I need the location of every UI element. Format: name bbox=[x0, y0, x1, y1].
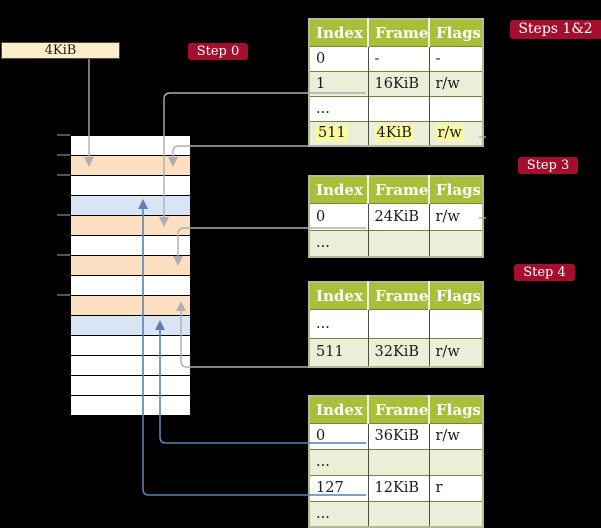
frame-cell: 12KiB bbox=[367, 474, 429, 501]
column-header: Index bbox=[309, 396, 368, 423]
memory-column bbox=[70, 135, 191, 416]
index-cell: 1 bbox=[309, 70, 368, 96]
index-cell: ... bbox=[309, 500, 368, 527]
column-header: Flags bbox=[428, 282, 483, 309]
frame-cell bbox=[367, 448, 429, 475]
frame-cell: 36KiB bbox=[367, 422, 429, 449]
flags-cell: r/w bbox=[428, 202, 483, 230]
table-row: 0 - - bbox=[309, 45, 483, 71]
memory-frame-row bbox=[71, 376, 190, 396]
page-table-bottom: Index Frame Flags 0 36KiB r/w ... 127 12… bbox=[308, 395, 484, 528]
arrow-t1-index511-to-frame4 bbox=[168, 145, 366, 167]
column-header: Frame bbox=[367, 396, 429, 423]
table-row: 0 24KiB r/w bbox=[309, 202, 483, 230]
index-cell: 0 bbox=[309, 422, 368, 449]
frame-cell: 32KiB bbox=[367, 337, 429, 367]
page-table-steps12: Index Frame Flags 0 - - 1 16KiB r/w ... … bbox=[308, 18, 484, 147]
memory-frame-row bbox=[71, 356, 190, 376]
column-header: Index bbox=[309, 176, 368, 203]
index-cell: 511 bbox=[309, 337, 368, 367]
frame-cell bbox=[367, 308, 429, 338]
flags-cell: r/w bbox=[428, 70, 483, 96]
memory-frame-row bbox=[71, 256, 190, 276]
table-row: ... bbox=[309, 500, 483, 527]
flags-cell bbox=[428, 229, 483, 257]
column-header: Index bbox=[309, 19, 368, 46]
index-cell: ... bbox=[309, 95, 368, 121]
step0-badge: Step 0 bbox=[188, 43, 248, 60]
column-header: Flags bbox=[428, 19, 483, 46]
page-size-box: 4KiB bbox=[1, 42, 120, 59]
flags-cell: r/w bbox=[428, 422, 483, 449]
flags-cell bbox=[428, 448, 483, 475]
page-table-step3: Index Frame Flags 0 24KiB r/w ... bbox=[308, 175, 484, 258]
memory-frame-row bbox=[71, 396, 190, 415]
memory-frame-row bbox=[71, 156, 190, 176]
frame-cell: - bbox=[367, 45, 429, 71]
memory-frame-row bbox=[71, 336, 190, 356]
frame-tick-marks bbox=[57, 134, 70, 296]
column-header: Frame bbox=[367, 176, 429, 203]
memory-frame-row bbox=[71, 316, 190, 336]
table-row: ... bbox=[309, 448, 483, 475]
table-row: 0 36KiB r/w bbox=[309, 422, 483, 449]
frame-cell bbox=[367, 229, 429, 257]
step4-badge: Step 4 bbox=[514, 264, 575, 281]
highlight: r/w bbox=[435, 125, 464, 142]
frame-cell bbox=[367, 95, 429, 121]
steps12-badge: Steps 1&2 bbox=[510, 20, 601, 39]
memory-frame-row bbox=[71, 216, 190, 236]
flags-cell: r/w bbox=[428, 120, 483, 146]
table-row: 1 16KiB r/w bbox=[309, 70, 483, 96]
index-cell: 127 bbox=[309, 474, 368, 501]
index-cell: ... bbox=[309, 448, 368, 475]
table-row: ... bbox=[309, 229, 483, 257]
index-cell: 0 bbox=[309, 45, 368, 71]
flags-cell bbox=[428, 95, 483, 121]
flags-cell bbox=[428, 500, 483, 527]
highlight: 4KiB bbox=[374, 125, 414, 142]
column-header: Frame bbox=[367, 19, 429, 46]
step3-badge: Step 3 bbox=[518, 157, 578, 174]
column-header: Index bbox=[309, 282, 368, 309]
table-header-row: Index Frame Flags bbox=[309, 176, 483, 203]
flags-cell: - bbox=[428, 45, 483, 71]
index-cell: 0 bbox=[309, 202, 368, 230]
frame-cell: 24KiB bbox=[367, 202, 429, 230]
column-header: Flags bbox=[428, 176, 483, 203]
flags-cell: r/w bbox=[428, 337, 483, 367]
flags-cell bbox=[428, 308, 483, 338]
memory-frame-row bbox=[71, 136, 190, 156]
column-header: Flags bbox=[428, 396, 483, 423]
table-row-highlighted: 511 4KiB r/w bbox=[309, 120, 483, 146]
column-header: Frame bbox=[367, 282, 429, 309]
table-header-row: Index Frame Flags bbox=[309, 396, 483, 423]
memory-frame-row bbox=[71, 196, 190, 216]
table-row: ... bbox=[309, 95, 483, 121]
flags-cell: r bbox=[428, 474, 483, 501]
index-cell: 511 bbox=[309, 120, 368, 146]
memory-frame-row bbox=[71, 276, 190, 296]
table-row: 127 12KiB r bbox=[309, 474, 483, 501]
table-header-row: Index Frame Flags bbox=[309, 282, 483, 309]
table-row: ... bbox=[309, 308, 483, 338]
index-cell: ... bbox=[309, 229, 368, 257]
memory-frame-row bbox=[71, 236, 190, 256]
table-header-row: Index Frame Flags bbox=[309, 19, 483, 46]
frame-cell bbox=[367, 500, 429, 527]
memory-frame-row bbox=[71, 176, 190, 196]
index-cell: ... bbox=[309, 308, 368, 338]
page-table-step4-upper: Index Frame Flags ... 511 32KiB r/w bbox=[308, 281, 484, 368]
frame-cell: 16KiB bbox=[367, 70, 429, 96]
memory-frame-row bbox=[71, 296, 190, 316]
table-row: 511 32KiB r/w bbox=[309, 337, 483, 367]
highlight: 511 bbox=[316, 125, 348, 142]
frame-cell: 4KiB bbox=[367, 120, 429, 146]
